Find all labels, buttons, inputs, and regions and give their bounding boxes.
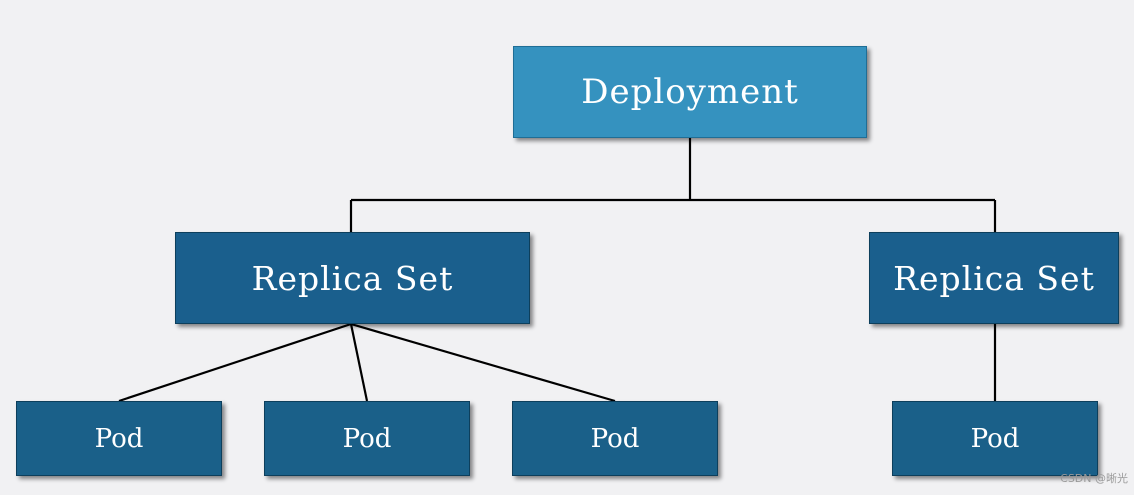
connector-replicaset-pod-1: [118, 322, 352, 403]
pod-node-1: Pod: [16, 401, 222, 476]
replica-set-node-1: Replica Set: [175, 232, 530, 324]
pod-node-4: Pod: [892, 401, 1098, 476]
pod-label: Pod: [590, 423, 640, 454]
pod-label: Pod: [342, 423, 392, 454]
replica-set-label: Replica Set: [893, 258, 1095, 298]
watermark: CSDN @晰光: [1060, 472, 1128, 485]
connector-replicaset-pod-2: [349, 323, 369, 402]
deployment-node: Deployment: [513, 46, 867, 138]
pod-node-3: Pod: [512, 401, 718, 476]
deployment-label: Deployment: [581, 72, 799, 112]
pod-label: Pod: [970, 423, 1020, 454]
pod-label: Pod: [94, 423, 144, 454]
connector-replicaset-pod-3: [350, 322, 616, 403]
replica-set-node-2: Replica Set: [869, 232, 1119, 324]
pod-node-2: Pod: [264, 401, 470, 476]
replica-set-label: Replica Set: [251, 258, 454, 298]
